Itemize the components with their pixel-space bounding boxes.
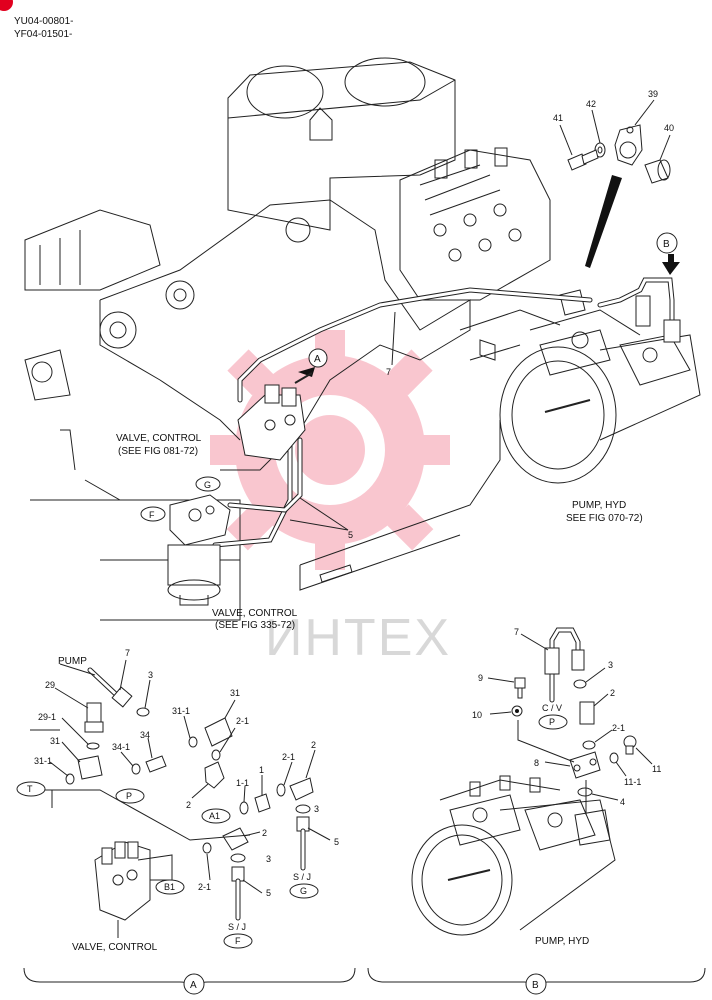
part-42-main: 42 bbox=[586, 99, 596, 109]
port-g-main bbox=[195, 476, 221, 492]
detail-a-part-2-b: 2 bbox=[311, 740, 316, 750]
detail-b-part-2: 2 bbox=[610, 688, 615, 698]
main-part-leaders bbox=[289, 99, 671, 531]
detail-a-part-3: 3 bbox=[148, 670, 153, 680]
detail-a-port-p-text: P bbox=[126, 791, 132, 801]
detail-b-port-p bbox=[538, 714, 568, 730]
detail-a-part-3-b: 3 bbox=[314, 804, 319, 814]
callout-a-main-text: A bbox=[314, 354, 321, 365]
footer-callout-b bbox=[525, 973, 547, 995]
part-39-main: 39 bbox=[648, 89, 658, 99]
detail-a-part-2-1-b: 2-1 bbox=[282, 752, 295, 762]
detail-a-port-g bbox=[289, 883, 319, 899]
detail-a-part-2-1-a: 2-1 bbox=[236, 716, 249, 726]
detail-b-port-cv: C / V bbox=[542, 703, 562, 713]
detail-a-port-g-text: G bbox=[300, 886, 307, 896]
control-valve-335 bbox=[167, 494, 231, 606]
model-code-1: YU04-00801- bbox=[14, 16, 73, 27]
detail-b-part-9: 9 bbox=[478, 673, 483, 683]
detail-b-part-4: 4 bbox=[620, 797, 625, 807]
detail-b-part-2-1: 2-1 bbox=[612, 723, 625, 733]
detail-b-part-10: 10 bbox=[472, 710, 482, 720]
detail-a-port-p bbox=[115, 788, 145, 804]
detail-a-port-a1 bbox=[201, 808, 231, 824]
main-hydraulic-pump bbox=[499, 289, 701, 484]
detail-a-part-29: 29 bbox=[45, 680, 55, 690]
detail-a bbox=[30, 659, 331, 938]
detail-a-part-3-c: 3 bbox=[266, 854, 271, 864]
label-valve-control-335-ref: (SEE FIG 335-72) bbox=[215, 620, 295, 631]
clamp-assembly bbox=[567, 124, 671, 268]
callout-b-main bbox=[656, 232, 678, 254]
detail-a-port-b1-text: B1 bbox=[164, 882, 175, 892]
main-control-valve bbox=[399, 147, 551, 301]
label-pump-hyd-ref: SEE FIG 070-72) bbox=[566, 513, 643, 524]
detail-a-port-a1-text: A1 bbox=[209, 811, 220, 821]
detail-b-pump-label: PUMP, HYD bbox=[535, 936, 589, 947]
part-41-main: 41 bbox=[553, 113, 563, 123]
callout-a-main bbox=[308, 348, 328, 368]
label-valve-control-081-ref: (SEE FIG 081-72) bbox=[118, 446, 198, 457]
detail-a-port-f bbox=[223, 933, 253, 949]
part-40-main: 40 bbox=[664, 123, 674, 133]
detail-b-part-7: 7 bbox=[514, 627, 519, 637]
corner-marker bbox=[0, 0, 13, 11]
detail-a-port-b1 bbox=[155, 879, 185, 895]
port-f-main bbox=[140, 506, 166, 522]
detail-a-part-7: 7 bbox=[125, 648, 130, 658]
footer-callout-a bbox=[183, 973, 205, 995]
detail-a-part-29-1: 29-1 bbox=[38, 712, 56, 722]
detail-b-part-3: 3 bbox=[608, 660, 613, 670]
detail-b-part-11-1: 11-1 bbox=[624, 777, 641, 787]
label-valve-control-081: VALVE, CONTROL bbox=[116, 433, 202, 444]
detail-a-part-34: 34 bbox=[140, 730, 150, 740]
port-f-main-text: F bbox=[149, 510, 155, 520]
detail-b-part-8: 8 bbox=[534, 758, 539, 768]
detail-a-part-2-c: 2 bbox=[262, 828, 267, 838]
detail-a-part-2-a: 2 bbox=[186, 800, 191, 810]
detail-a-part-2-1-c: 2-1 bbox=[198, 882, 211, 892]
detail-a-part-31-left: 31 bbox=[50, 736, 60, 746]
detail-b-port-p-text: P bbox=[549, 717, 555, 727]
detail-a-part-31-1-left: 31-1 bbox=[34, 756, 52, 766]
part-5-main: 5 bbox=[348, 530, 353, 540]
detail-a-part-5-b: 5 bbox=[266, 888, 271, 898]
footer-callout-b-text: B bbox=[532, 980, 539, 991]
detail-a-part-31-mid: 31 bbox=[230, 688, 240, 698]
label-pump-hyd: PUMP, HYD bbox=[572, 500, 626, 511]
detail-a-part-1-1: 1-1 bbox=[236, 778, 249, 788]
port-g-main-text: G bbox=[204, 480, 211, 490]
detail-a-part-5-a: 5 bbox=[334, 837, 339, 847]
detail-a-port-t bbox=[16, 781, 46, 797]
footer-callout-a-text: A bbox=[190, 980, 197, 991]
part-7-main: 7 bbox=[386, 367, 391, 377]
footer-braces bbox=[23, 967, 706, 993]
detail-a-port-t-text: T bbox=[27, 784, 33, 794]
detail-b-part-11: 11 bbox=[652, 764, 661, 774]
control-valve-081 bbox=[237, 384, 306, 461]
detail-a-sj-f: S / J bbox=[228, 922, 246, 932]
model-code-2: YF04-01501- bbox=[14, 29, 72, 40]
detail-a-sj-g: S / J bbox=[293, 872, 311, 882]
watermark-text: ИНТЕХ bbox=[265, 609, 451, 667]
detail-a-part-34-1: 34-1 bbox=[112, 742, 130, 752]
detail-a-port-f-text: F bbox=[235, 936, 241, 946]
label-valve-control-335: VALVE, CONTROL bbox=[212, 608, 298, 619]
detail-a-valve-label: VALVE, CONTROL bbox=[72, 942, 158, 953]
detail-a-part-31-1-mid: 31-1 bbox=[172, 706, 190, 716]
detail-a-pump-label: PUMP bbox=[58, 656, 87, 667]
callout-b-main-text: B bbox=[663, 239, 670, 250]
detail-a-part-1: 1 bbox=[259, 765, 264, 775]
detail-b bbox=[411, 627, 653, 936]
